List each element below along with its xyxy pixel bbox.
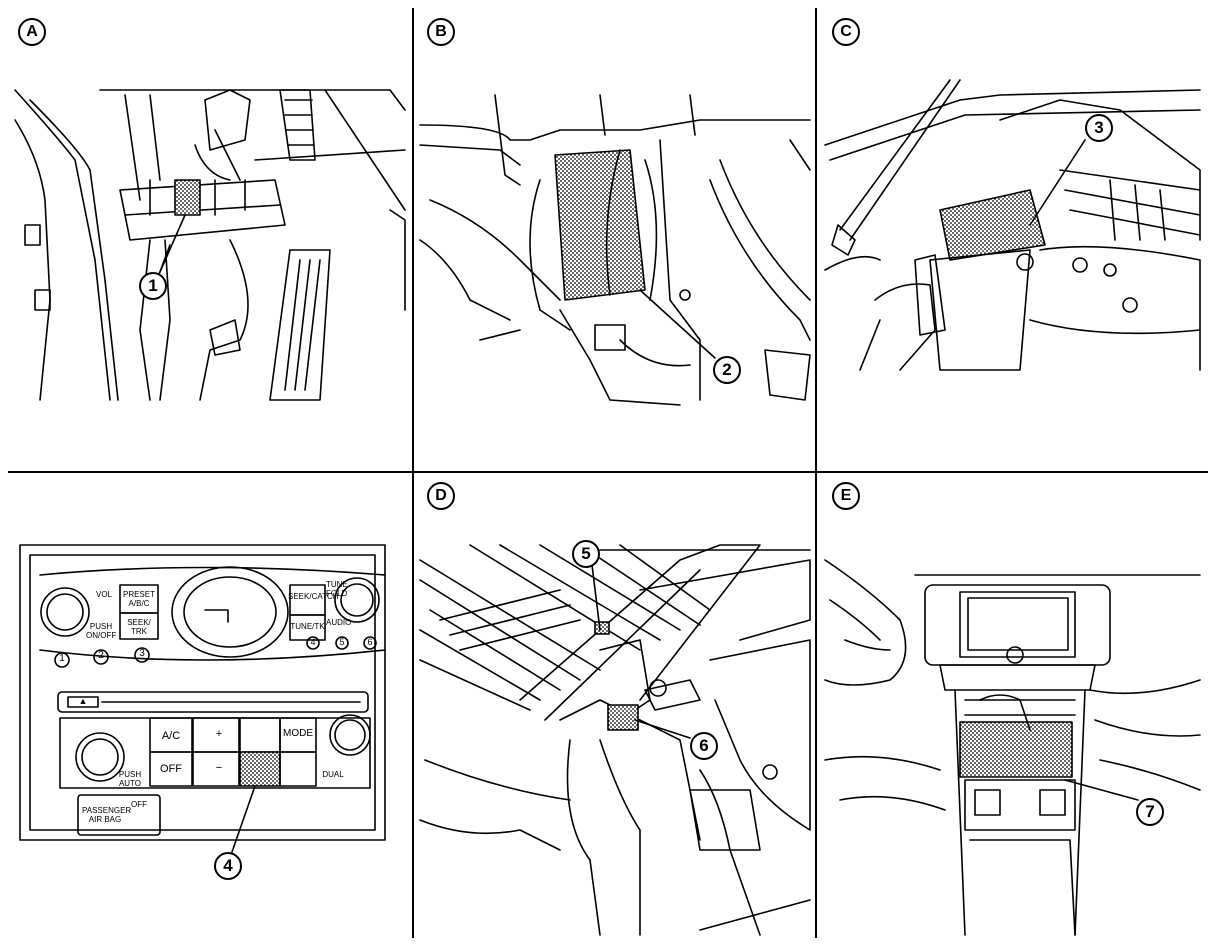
callout-3: 3 [1085,114,1113,142]
panel-d-label: D [427,482,455,510]
callout-1: 1 [139,272,167,300]
callout-4: 4 [214,852,242,880]
leader-1 [159,214,186,273]
callout-7: 7 [1136,798,1164,826]
airbag-label: PASSENGER AIR BAG [82,806,132,824]
preset-4: 4 [310,637,316,647]
leader-5 [591,564,601,631]
control-panel-drawing [19,544,386,853]
fan-plus-label: + [215,728,223,740]
preset-label: PRESET A/B/C [122,590,155,608]
leader-6 [634,719,691,739]
mode-button-label: MODE [283,728,313,739]
divider-vertical-right-lower [815,473,817,938]
panel-e-drawing [824,559,1201,936]
power-label: PUSH ON/OFF [86,622,117,640]
seek-catch-label: SEEK/CATCH [288,592,339,601]
eject-icon: ▲ [78,696,88,706]
panel-d-drawing [419,544,811,936]
panel-b-label: B [427,18,455,46]
preset-6: 6 [367,637,373,647]
panel-c-label: C [832,18,860,46]
leader-3 [1029,139,1086,226]
preset-5: 5 [339,637,345,647]
auto-label: PUSH AUTO [118,770,142,788]
tuning-label: TUNE/TK [290,622,325,631]
fan-minus-label: − [215,762,223,774]
divider-horizontal [8,471,1208,473]
dual-label: DUAL [322,770,344,779]
preset-3: 3 [139,648,145,659]
preset-1: 1 [59,653,65,664]
divider-vertical-right [815,8,817,473]
tune-fold-label: TUNE FOLD [326,580,348,598]
preset-2: 2 [98,650,104,661]
callout-5: 5 [572,540,600,568]
audio-label: AUDIO [326,618,352,627]
panel-a-label: A [18,18,46,46]
callout-6: 6 [690,732,718,760]
airbag-off-label: OFF [131,800,147,809]
callout-2: 2 [713,356,741,384]
vol-label: VOL [95,590,112,599]
off-button-label: OFF [160,763,182,775]
panel-e-label: E [832,482,860,510]
divider-vertical-left [412,8,414,938]
panel-a-drawing [14,89,406,401]
seek-trk-label: SEEK/ TRK [127,618,151,636]
leader-2 [639,289,716,359]
ac-button-label: A/C [161,730,181,742]
panel-c-drawing [824,79,1201,371]
panel-b-drawing [419,94,811,406]
